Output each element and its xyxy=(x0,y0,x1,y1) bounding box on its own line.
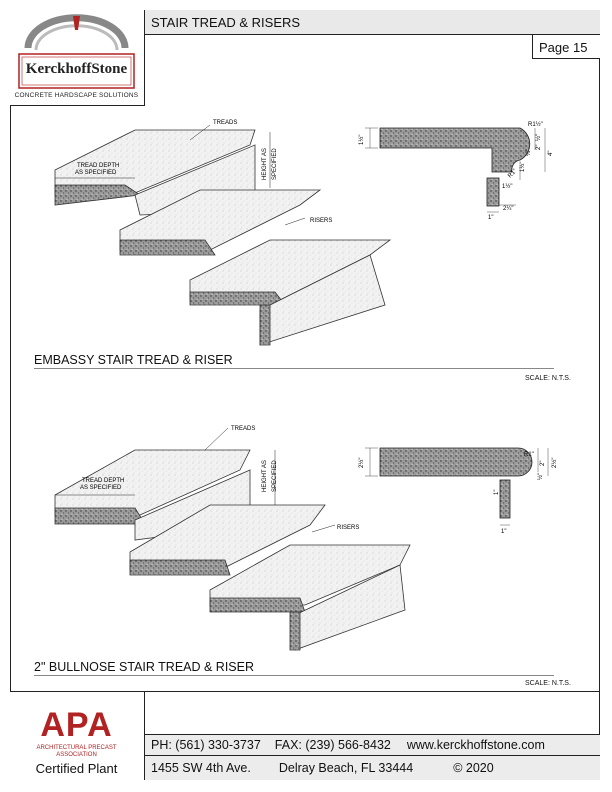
fax: FAX: (239) 566-8432 xyxy=(274,738,391,752)
label-height-1b: SPECIFIED xyxy=(272,148,278,180)
caption-rule-1 xyxy=(34,368,554,369)
dim2-radius: R1" xyxy=(524,452,534,458)
copyright: © 2020 xyxy=(453,761,494,775)
dim2-two-half: 2½" xyxy=(551,458,558,468)
scale-embassy: SCALE: N.T.S. xyxy=(525,375,571,382)
dim2-one-v: 1" xyxy=(494,490,500,495)
caption-embassy: EMBASSY STAIR TREAD & RISER xyxy=(34,353,233,367)
street: 1455 SW 4th Ave. xyxy=(151,761,251,775)
brand-tagline: CONCRETE HARDSCAPE SOLUTIONS xyxy=(14,92,139,99)
dim2-left-height: 2½" xyxy=(358,458,365,468)
dim1-two-quarter: 2¼" xyxy=(503,206,513,212)
dim1-two: 2" xyxy=(536,145,542,150)
label-tread-depth-1a: TREAD DEPTH xyxy=(77,163,119,169)
address-row: 1455 SW 4th Ave. Delray Beach, FL 33444 … xyxy=(145,756,600,780)
dim1-one: 1" xyxy=(488,215,493,221)
brand-name: KerckhoffStone xyxy=(25,61,128,77)
contact-row: PH: (561) 330-3737 FAX: (239) 566-8432 w… xyxy=(145,734,600,756)
caption-bullnose: 2" BULLNOSE STAIR TREAD & RISER xyxy=(34,660,255,674)
apa-line2: ASSOCIATION xyxy=(56,752,97,758)
apa-letters: APA xyxy=(40,706,113,744)
arch-logo-icon xyxy=(18,14,135,89)
phone: PH: (561) 330-3737 xyxy=(151,738,261,752)
label-height-1a: HEIGHT AS xyxy=(262,148,268,180)
certified-plant: Certified Plant xyxy=(35,761,118,776)
city: Delray Beach, FL 33444 xyxy=(278,761,414,775)
label-height-2a: HEIGHT AS xyxy=(262,460,268,492)
label-tread-depth-2a: TREAD DEPTH xyxy=(82,478,124,484)
page-number: Page 15 xyxy=(532,35,600,59)
dim1-radius-top: R1½" xyxy=(528,121,543,128)
dim1-quarter: ¼" xyxy=(526,149,532,156)
dim1-radius-mid: R1" xyxy=(507,168,518,179)
label-risers-1: RISERS xyxy=(310,218,332,224)
caption-rule-2 xyxy=(34,675,554,676)
label-treads-2: TREADS xyxy=(231,426,255,432)
dim1-four: 4" xyxy=(548,151,554,156)
label-risers-2: RISERS xyxy=(337,525,359,531)
website[interactable]: www.kerckhoffstone.com xyxy=(406,738,545,752)
company-logo-box: KerckhoffStone CONCRETE HARDSCAPE SOLUTI… xyxy=(10,10,145,106)
dim1-one-half-v: 1½" xyxy=(519,162,526,172)
label-tread-depth-2b: AS SPECIFIED xyxy=(80,485,122,491)
apa-line1: ARCHITECTURAL PRECAST xyxy=(36,745,117,751)
footer-divider xyxy=(10,691,600,692)
label-treads-1: TREADS xyxy=(213,120,237,126)
dim2-two: 2" xyxy=(540,461,546,466)
apa-logo-box: APA ARCHITECTURAL PRECAST ASSOCIATION Ce… xyxy=(10,691,145,780)
scale-bullnose: SCALE: N.T.S. xyxy=(525,680,571,687)
sheet-title: STAIR TREAD & RISERS xyxy=(145,10,600,35)
dim1-half: ½" xyxy=(535,134,542,141)
dim1-left-height: 1½" xyxy=(358,135,365,145)
dim1-one-half-h: 1½" xyxy=(502,183,512,190)
dim2-half: ½" xyxy=(537,473,544,480)
label-tread-depth-1b: AS SPECIFIED xyxy=(75,170,117,176)
label-height-2b: SPECIFIED xyxy=(272,460,278,492)
dim2-one-h: 1" xyxy=(501,529,506,535)
